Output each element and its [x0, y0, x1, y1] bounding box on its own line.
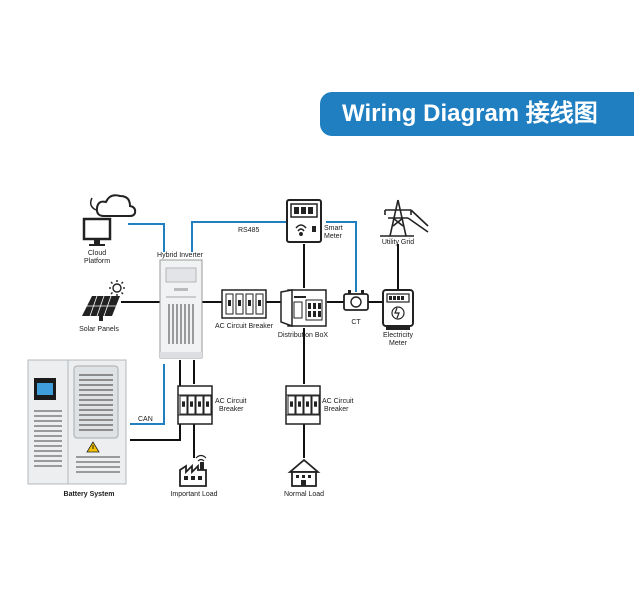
cloud-label-1: Cloud [88, 250, 106, 257]
hybrid-inverter: Hybrid Inverter [157, 252, 204, 359]
cloud-platform: Cloud Platform [82, 194, 137, 265]
cloud-label-2: Platform [84, 258, 110, 265]
breaker-icon [221, 289, 267, 319]
normal-load-label: Normal Load [284, 491, 324, 498]
utility-grid-label: Utility Grid [382, 239, 414, 246]
electricity-meter: Electricity Meter [382, 289, 414, 347]
transmission-tower-icon [380, 199, 429, 237]
distribution-box-icon [280, 289, 327, 328]
electricity-meter-icon [382, 289, 414, 330]
ac-breaker-right: AC Circuit Breaker [285, 385, 354, 425]
important-load-label: Important Load [170, 491, 217, 498]
rs485-label: RS485 [238, 227, 260, 234]
battery-cabinet-icon [27, 359, 127, 485]
smart-meter: Smart Meter [286, 199, 343, 243]
smart-meter-icon [286, 199, 322, 243]
battery-system: Battery System [27, 359, 127, 498]
normal-load: Normal Load [284, 458, 324, 498]
battery-system-label: Battery System [64, 491, 115, 498]
important-load: Important Load [170, 454, 218, 498]
ac-breaker-main: AC Circuit Breaker [215, 289, 274, 330]
utility-grid: Utility Grid [380, 199, 429, 246]
wifi-icon [195, 454, 207, 462]
inverter-icon [159, 259, 203, 359]
ac-breaker-left-label-2: Breaker [219, 406, 244, 413]
electricity-meter-label-1: Electricity [383, 332, 413, 339]
title-banner: Wiring Diagram 接线图 [320, 92, 634, 136]
hybrid-inverter-label: Hybrid Inverter [157, 252, 204, 259]
solar-panels-label: Solar Panels [79, 326, 119, 333]
distribution-box: Distribution BoX [278, 289, 329, 339]
wifi-icon [295, 224, 307, 236]
distribution-box-label: Distribution BoX [278, 332, 329, 339]
smart-meter-label-2: Meter [324, 233, 343, 240]
cloud-icon [89, 194, 137, 217]
electricity-meter-label-2: Meter [389, 340, 408, 347]
solar-panel-icon [82, 295, 120, 321]
ac-breaker-main-label: AC Circuit Breaker [215, 323, 274, 330]
ct-label: CT [351, 319, 361, 326]
ct: CT [343, 290, 369, 326]
ac-breaker-right-label-1: AC Circuit [322, 398, 354, 405]
breaker-icon [285, 385, 321, 425]
comm-lines [128, 221, 357, 425]
house-icon [287, 458, 321, 487]
ac-breaker-right-label-2: Breaker [324, 406, 349, 413]
ac-breaker-left-label-1: AC Circuit [215, 398, 247, 405]
power-lines [121, 244, 399, 458]
smart-meter-label-1: Smart [324, 225, 343, 232]
ct-icon [343, 290, 369, 311]
monitor-icon [82, 217, 112, 246]
solar-panels: Solar Panels [79, 280, 125, 333]
sun-icon [109, 280, 125, 296]
warning-icon [86, 441, 100, 453]
ac-breaker-left: AC Circuit Breaker [177, 385, 247, 425]
factory-icon [179, 462, 207, 487]
banner-title: Wiring Diagram 接线图 [342, 100, 598, 127]
breaker-icon [177, 385, 213, 425]
can-label: CAN [138, 416, 153, 423]
